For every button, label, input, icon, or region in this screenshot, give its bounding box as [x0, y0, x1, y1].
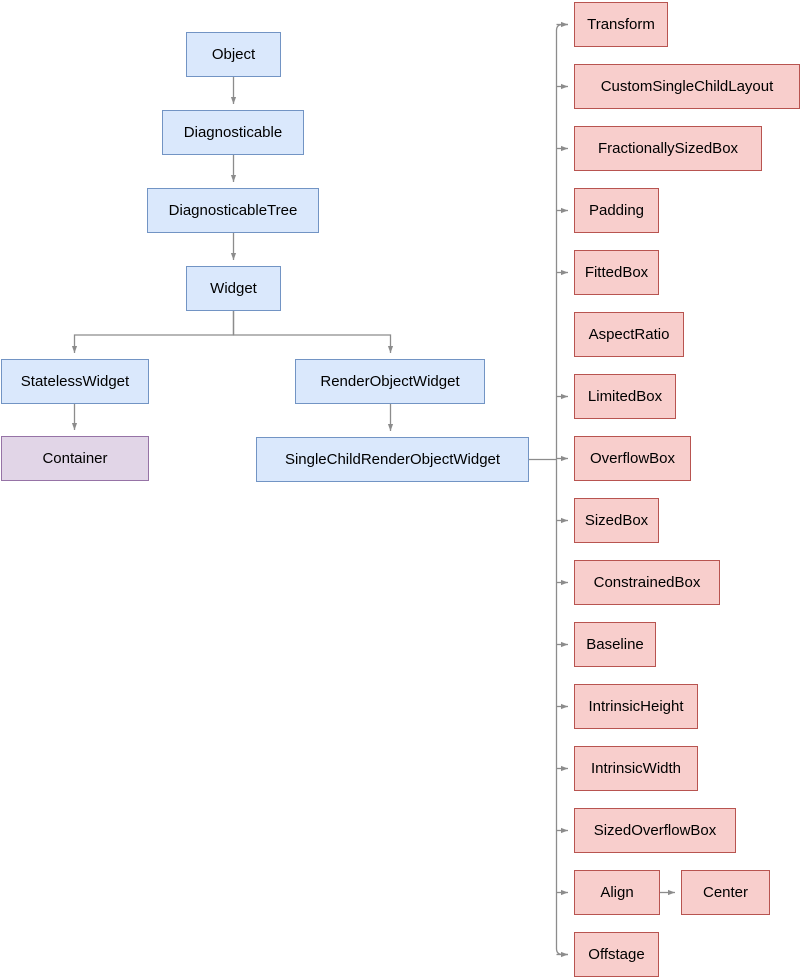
- node-label: Padding: [588, 201, 645, 219]
- node-label: Baseline: [586, 635, 644, 653]
- node-label: CustomSingleChildLayout: [600, 77, 774, 95]
- node-intrinsicwidth[interactable]: IntrinsicWidth: [574, 746, 698, 791]
- node-label: RenderObjectWidget: [320, 372, 460, 390]
- node-label: StatelessWidget: [20, 372, 130, 390]
- node-container[interactable]: Container: [1, 436, 149, 481]
- node-offstage[interactable]: Offstage: [574, 932, 659, 977]
- node-sizedbox[interactable]: SizedBox: [574, 498, 659, 543]
- node-label: IntrinsicHeight: [588, 697, 684, 715]
- node-label: Container: [42, 449, 108, 467]
- node-label: LimitedBox: [587, 387, 663, 405]
- edge-widget-renderobjectwidget: [232, 311, 394, 353]
- node-label: SingleChildRenderObjectWidget: [284, 450, 501, 468]
- node-align[interactable]: Align: [574, 870, 660, 915]
- node-baseline[interactable]: Baseline: [574, 622, 656, 667]
- node-aspectratio[interactable]: AspectRatio: [574, 312, 684, 357]
- node-diagnosticable[interactable]: Diagnosticable: [162, 110, 304, 155]
- node-label: ConstrainedBox: [593, 573, 701, 591]
- node-fittedbox[interactable]: FittedBox: [574, 250, 659, 295]
- node-label: Diagnosticable: [183, 123, 283, 141]
- node-label: OverflowBox: [589, 449, 676, 467]
- node-padding[interactable]: Padding: [574, 188, 659, 233]
- node-widget[interactable]: Widget: [186, 266, 281, 311]
- node-constrainedbox[interactable]: ConstrainedBox: [574, 560, 720, 605]
- node-limitedbox[interactable]: LimitedBox: [574, 374, 676, 419]
- node-label: FittedBox: [584, 263, 649, 281]
- node-label: SizedOverflowBox: [593, 821, 717, 839]
- node-overflowbox[interactable]: OverflowBox: [574, 436, 691, 481]
- node-diagnosticabletree[interactable]: DiagnosticableTree: [147, 188, 319, 233]
- node-sizedoverflowbox[interactable]: SizedOverflowBox: [574, 808, 736, 853]
- node-center[interactable]: Center: [681, 870, 770, 915]
- node-transform[interactable]: Transform: [574, 2, 668, 47]
- node-renderobjectwidget[interactable]: RenderObjectWidget: [295, 359, 485, 404]
- node-label: Center: [702, 883, 749, 901]
- node-label: Align: [600, 883, 634, 901]
- edge-widget-statelesswidget: [71, 311, 235, 353]
- edge-bus-spine: [555, 23, 568, 956]
- node-statelesswidget[interactable]: StatelessWidget: [1, 359, 149, 404]
- node-label: FractionallySizedBox: [597, 139, 739, 157]
- node-singlechildrenderobjectwidget[interactable]: SingleChildRenderObjectWidget: [256, 437, 529, 482]
- node-label: IntrinsicWidth: [590, 759, 682, 777]
- node-customsinglechildlayout[interactable]: CustomSingleChildLayout: [574, 64, 800, 109]
- node-fractionallysizedbox[interactable]: FractionallySizedBox: [574, 126, 762, 171]
- node-label: AspectRatio: [588, 325, 670, 343]
- node-label: Transform: [587, 15, 655, 33]
- node-label: Widget: [210, 279, 257, 297]
- node-label: DiagnosticableTree: [168, 201, 298, 219]
- node-label: Object: [211, 45, 256, 63]
- node-intrinsicheight[interactable]: IntrinsicHeight: [574, 684, 698, 729]
- node-label: SizedBox: [584, 511, 649, 529]
- node-object[interactable]: Object: [186, 32, 281, 77]
- node-label: Offstage: [588, 945, 645, 963]
